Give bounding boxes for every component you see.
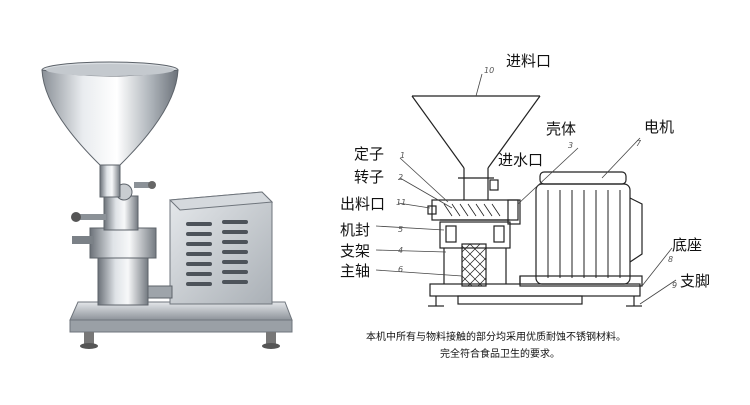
caption-line-2: 完全符合食品卫生的要求。 bbox=[440, 347, 560, 360]
label-stator: 定子 bbox=[354, 145, 384, 163]
label-housing: 壳体 bbox=[546, 120, 576, 138]
label-foot: 支脚 bbox=[680, 272, 710, 290]
part-number: 11 bbox=[396, 198, 406, 207]
label-water-inlet: 进水口 bbox=[498, 151, 543, 169]
label-rotor: 转子 bbox=[354, 168, 384, 186]
part-labels: 进料口 壳体 定子 转子 进水口 出料口 机封 支架 主轴 电机 底座 支脚 bbox=[340, 52, 710, 290]
label-bracket: 支架 bbox=[340, 242, 370, 260]
part-number: 1 bbox=[400, 151, 405, 160]
label-shaft: 主轴 bbox=[340, 262, 370, 280]
part-number: 8 bbox=[668, 255, 673, 264]
part-number: 7 bbox=[636, 139, 642, 148]
label-base: 底座 bbox=[672, 236, 702, 254]
label-seal: 机封 bbox=[340, 221, 370, 239]
label-feed-inlet: 进料口 bbox=[506, 52, 551, 70]
label-motor: 电机 bbox=[644, 118, 674, 136]
caption-line-1: 本机中所有与物料接触的部分均采用优质耐蚀不锈钢材料。 bbox=[366, 330, 626, 343]
part-number: 2 bbox=[398, 173, 403, 182]
part-number: 4 bbox=[398, 246, 403, 255]
leader-lines bbox=[375, 73, 677, 305]
part-number: 9 bbox=[672, 281, 677, 290]
part-number: 10 bbox=[484, 66, 494, 75]
part-number: 5 bbox=[398, 225, 403, 234]
schematic-drawing bbox=[411, 95, 643, 307]
machine-photo bbox=[41, 61, 293, 349]
caption: 本机中所有与物料接触的部分均采用优质耐蚀不锈钢材料。 完全符合食品卫生的要求。 bbox=[366, 330, 626, 360]
label-outlet: 出料口 bbox=[340, 195, 385, 213]
part-number: 6 bbox=[398, 265, 403, 274]
part-number: 3 bbox=[568, 141, 573, 150]
part-numbers: 10 1 2 11 5 4 6 3 7 8 9 bbox=[396, 66, 677, 290]
